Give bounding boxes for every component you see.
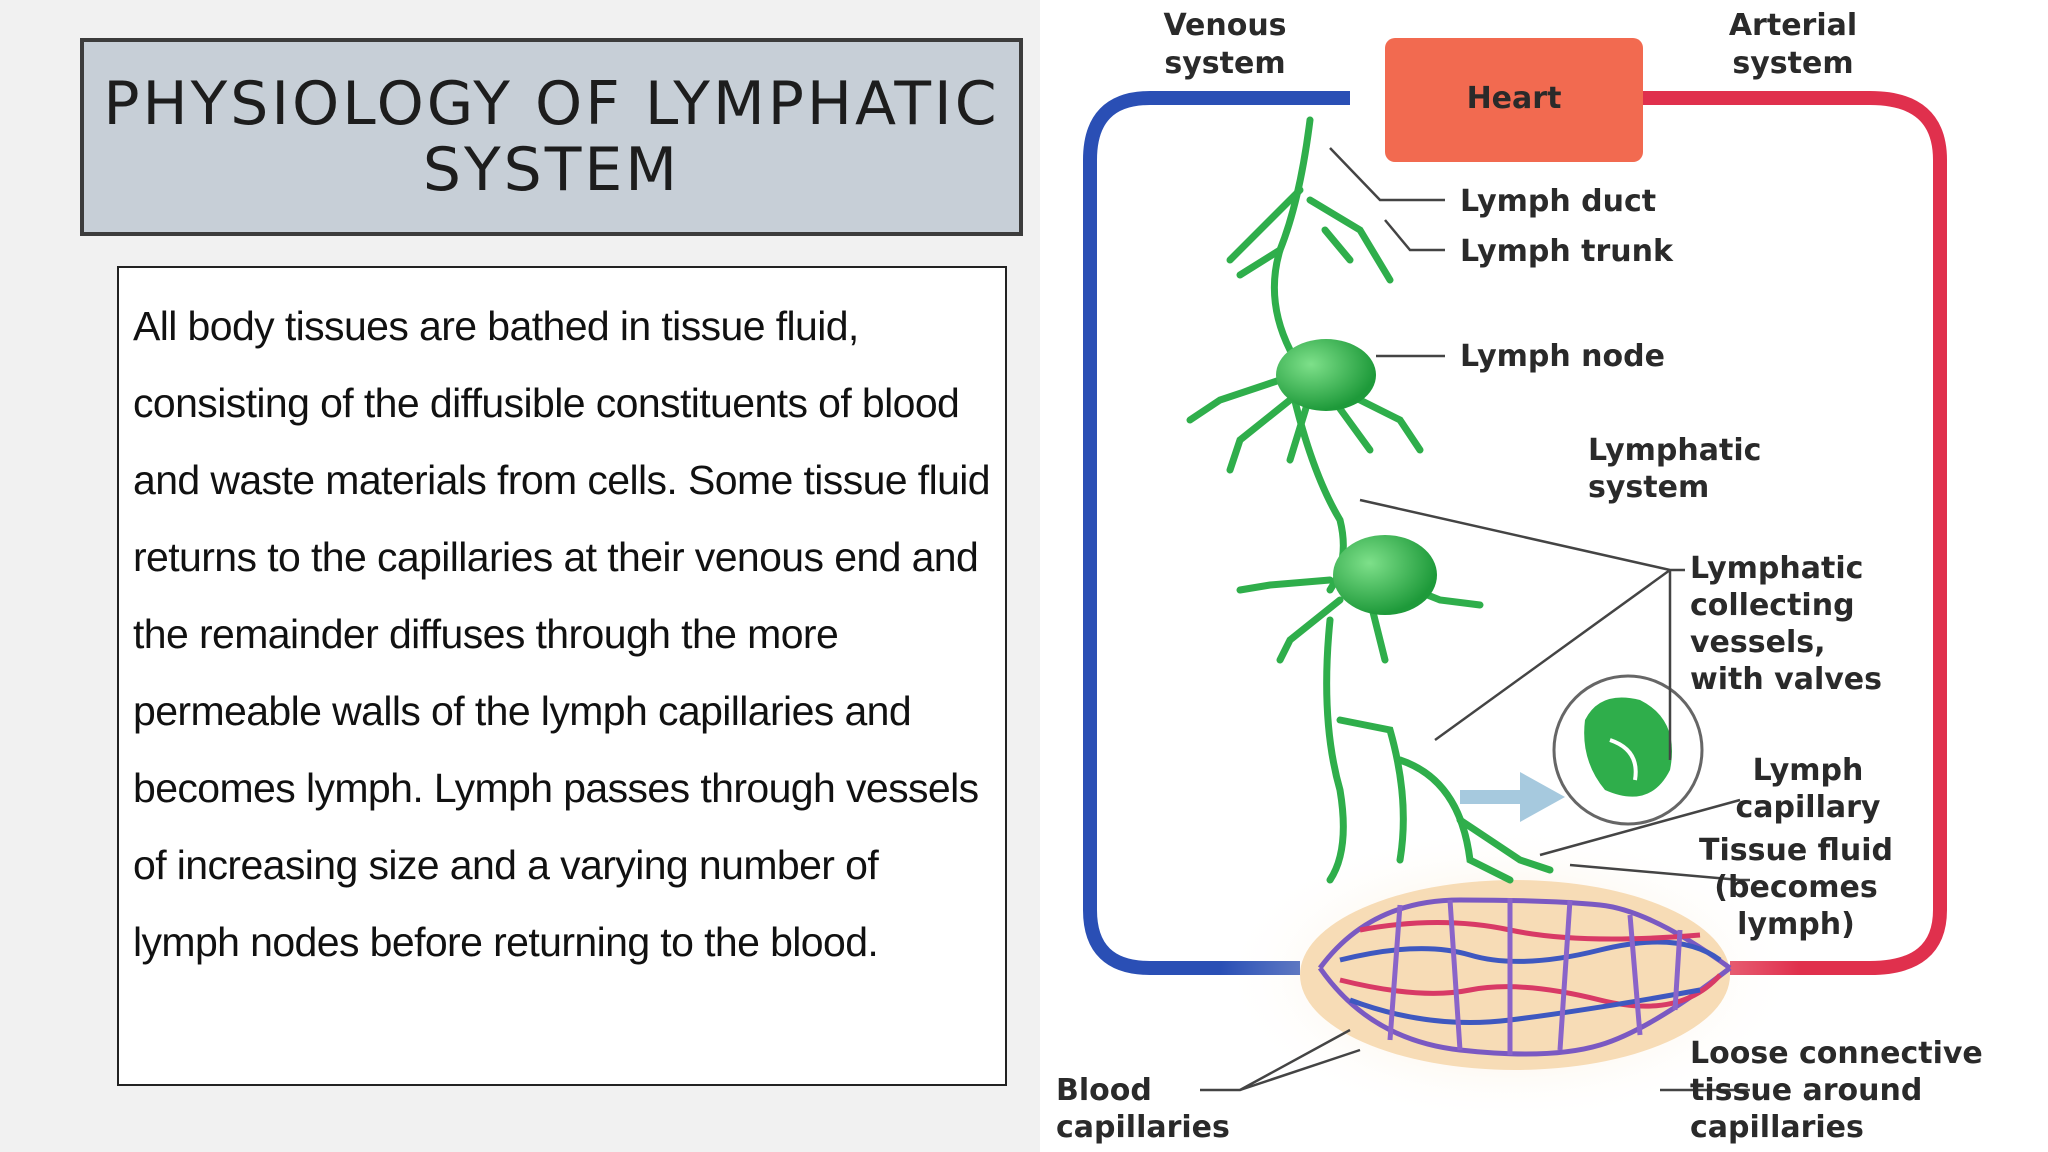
arterial-vessel <box>1640 91 1947 975</box>
text-box: All body tissues are bathed in tissue fl… <box>117 266 1007 1086</box>
lymph-node-lower <box>1333 535 1437 615</box>
venous-vessel <box>1083 91 1350 975</box>
collecting-label-1: Lymphatic <box>1690 551 1863 586</box>
blood-capillaries-label-2: capillaries <box>1056 1110 1230 1145</box>
heart-label: Heart <box>1467 81 1562 116</box>
slide-title: PHYSIOLOGY OF LYMPHATIC SYSTEM <box>103 69 1000 205</box>
collecting-label-4: with valves <box>1690 662 1882 697</box>
lymphatic-system-label-1: Lymphatic <box>1588 433 1761 468</box>
tissue-fluid-label-2: (becomes <box>1714 870 1877 905</box>
body-paragraph: All body tissues are bathed in tissue fl… <box>133 303 991 965</box>
collecting-label-2: collecting <box>1690 588 1855 623</box>
title-box: PHYSIOLOGY OF LYMPHATIC SYSTEM <box>80 38 1023 236</box>
lymphatic-diagram: Heart <box>1040 0 2048 1152</box>
lymph-trunk-label: Lymph trunk <box>1460 234 1674 269</box>
heart-shape <box>1385 38 1643 162</box>
capillary-label-2: capillary <box>1736 790 1881 825</box>
collecting-label-3: vessels, <box>1690 625 1826 660</box>
tissue-fluid-label-1: Tissue fluid <box>1699 833 1893 868</box>
venous-label-2: system <box>1164 46 1285 81</box>
loose-tissue-label-2: tissue around <box>1690 1073 1922 1108</box>
lymph-duct-label: Lymph duct <box>1460 184 1656 219</box>
arterial-label-1: Arterial <box>1729 8 1857 43</box>
arterial-label-2: system <box>1732 46 1853 81</box>
venous-label-1: Venous <box>1163 8 1286 43</box>
blood-capillaries-label-1: Blood <box>1056 1073 1152 1108</box>
tissue-fluid-label-3: lymph) <box>1737 907 1855 942</box>
capillary-label-1: Lymph <box>1753 753 1864 788</box>
loose-tissue-label-3: capillaries <box>1690 1110 1864 1145</box>
lymph-node-upper <box>1276 339 1376 411</box>
lymphatic-system-label-2: system <box>1588 470 1709 505</box>
loose-tissue-label-1: Loose connective <box>1690 1036 1983 1071</box>
diagram-svg: Heart <box>1056 8 1983 1145</box>
flow-arrow <box>1460 772 1565 822</box>
capillary-bed <box>1300 880 1732 1070</box>
lymph-node-label: Lymph node <box>1460 339 1665 374</box>
